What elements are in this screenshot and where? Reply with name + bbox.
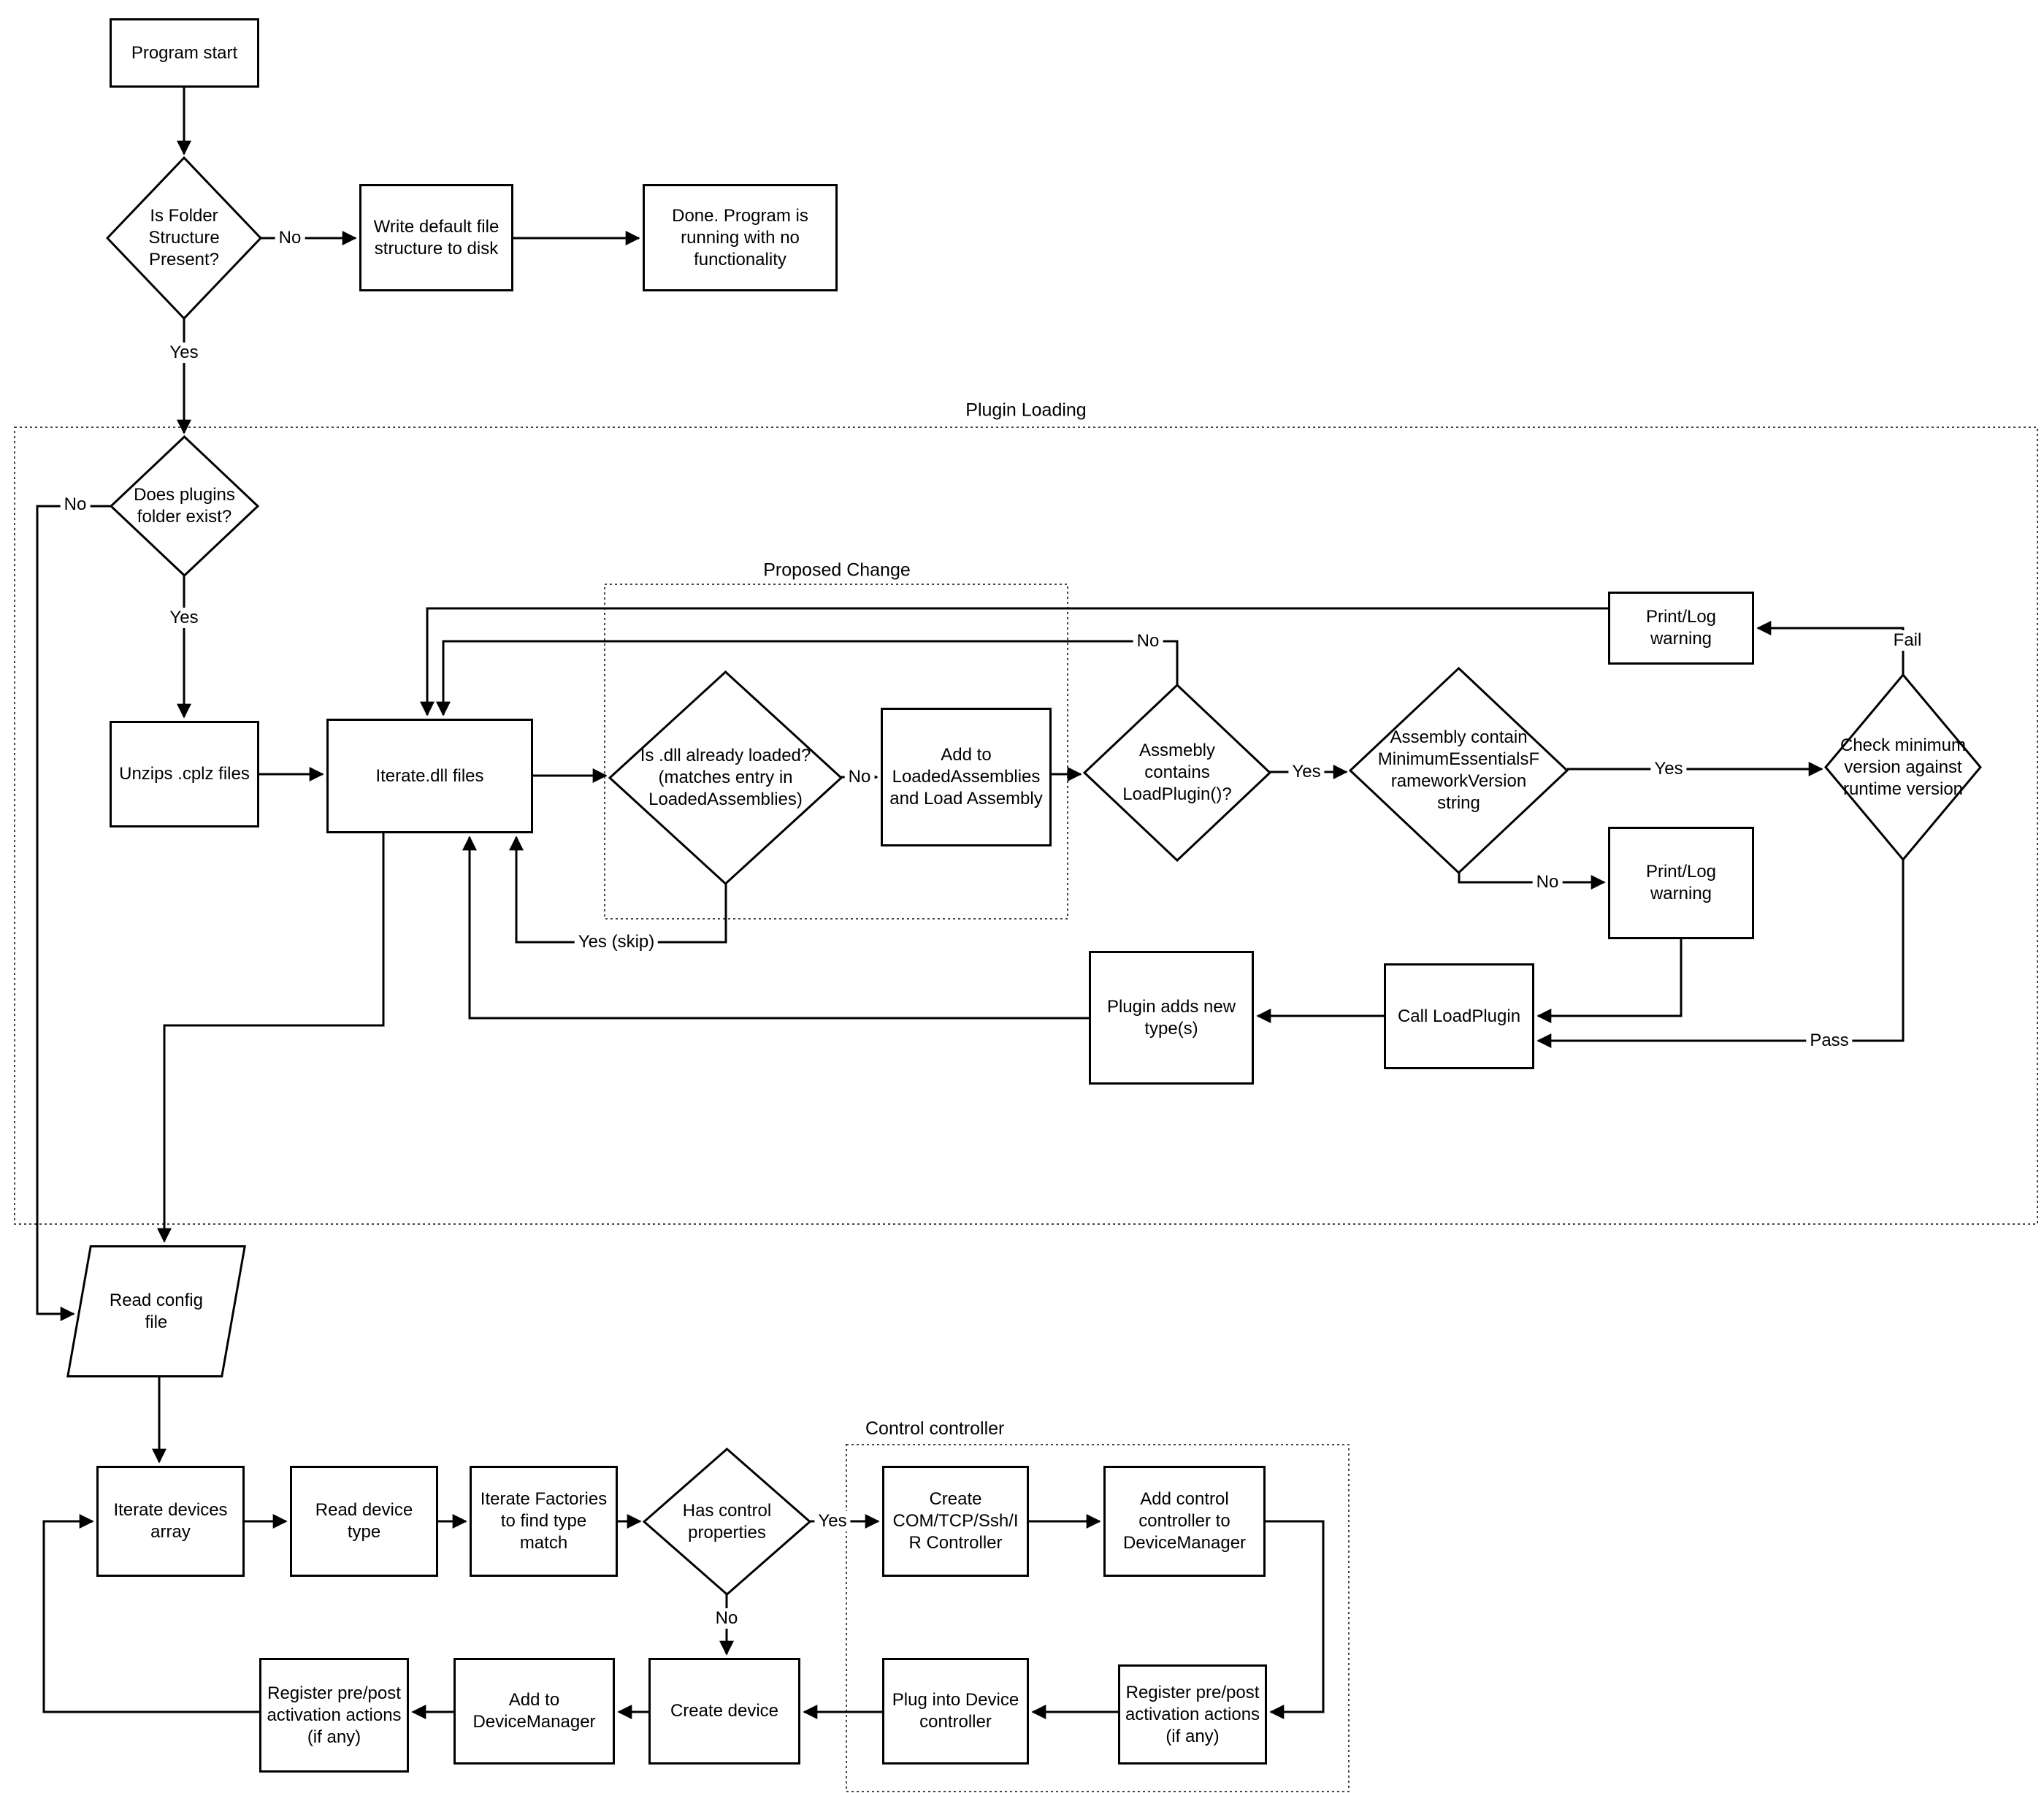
edge-printlogmid-to-callloadplugin (1536, 939, 1683, 1023)
node-label: Program start (131, 42, 238, 63)
node-label: Read config file (109, 1290, 204, 1332)
node-add-loadedassemblies: Add to LoadedAssemblies and Load Assembl… (881, 708, 1052, 846)
node-label: Check minimum version against runtime ve… (1840, 735, 1967, 799)
edge-checkmin-fail-printlog (1756, 621, 1905, 675)
node-iterate-factories: Iterate Factories to find type match (470, 1466, 618, 1577)
node-label: Is Folder Structure Present? (148, 206, 220, 269)
edge-registerleft-loop-devices (42, 1514, 259, 1713)
proposed-change-container (604, 584, 1068, 920)
control-controller-label: Control controller (861, 1418, 1009, 1440)
diamond-shape (107, 158, 261, 318)
node-label: Add control controller to DeviceManager (1122, 1489, 1247, 1553)
edge-label-control-no: No (711, 1608, 742, 1629)
node-label: Is .dll already loaded? (matches entry i… (640, 746, 811, 809)
edge-pluginadds-to-iterate (462, 836, 1089, 1020)
plugin-loading-container (14, 427, 2038, 1225)
node-label: Does plugins folder exist? (134, 485, 235, 527)
edge-label-dll-yes-skip: Yes (skip) (574, 932, 659, 952)
node-label: Create device (670, 1701, 779, 1721)
node-label: Add to DeviceManager (472, 1690, 596, 1732)
node-label: Assembly contain MinimumEssentialsFramew… (1377, 727, 1540, 813)
node-create-controller: Create COM/TCP/Ssh/IR Controller (882, 1466, 1029, 1577)
node-label: Read device type (315, 1500, 413, 1542)
edge-label-check-pass: Pass (1806, 1031, 1853, 1051)
node-min-framework-version: Assembly contain MinimumEssentialsFramew… (1350, 668, 1567, 873)
node-register-actions-right: Register pre/post activation actions (if… (1118, 1664, 1267, 1765)
diamond-shape (111, 437, 258, 576)
node-plugin-adds-types: Plugin adds new type(s) (1089, 951, 1254, 1085)
edge-iterate-to-readconfig (157, 833, 385, 1243)
node-create-device: Create device (648, 1658, 800, 1765)
node-read-device-type: Read device type (290, 1466, 438, 1577)
edge-label-loadplugin-no: No (1133, 631, 1163, 651)
node-has-control-properties: Has control properties (644, 1449, 810, 1594)
edge-loadplugin-no-iterate (436, 640, 1179, 716)
node-program-start: Program start (110, 18, 259, 88)
control-controller-container (846, 1444, 1350, 1792)
node-dll-already-loaded: Is .dll already loaded? (matches entry i… (610, 672, 841, 884)
node-label: Has control properties (682, 1500, 772, 1542)
node-label: Create COM/TCP/Ssh/IR Controller (892, 1489, 1019, 1553)
node-label: Unzips .cplz files (119, 764, 250, 784)
node-label: Plugin adds new type(s) (1106, 996, 1236, 1039)
node-assembly-contains-loadplugin: Assmebly contains LoadPlugin()? (1084, 685, 1270, 860)
diamond-shape (644, 1449, 810, 1594)
edge-label-minver-no: No (1532, 872, 1563, 892)
node-label: Assmebly contains LoadPlugin()? (1122, 741, 1232, 804)
node-label: Register pre/post activation actions (if… (1125, 1682, 1260, 1746)
node-iterate-dll: Iterate.dll files (326, 719, 533, 833)
node-iterate-devices: Iterate devices array (96, 1466, 245, 1577)
edge-label-dll-no: No (844, 767, 875, 787)
edge-label-folder-yes: Yes (166, 343, 202, 363)
node-printlog-warning-top: Print/Log warning (1608, 592, 1754, 665)
edge-addcontrol-to-register (1266, 1520, 1325, 1719)
node-unzips-cplz: Unzips .cplz files (110, 721, 259, 827)
diamond-shape (1084, 685, 1270, 860)
node-add-to-devicemanager: Add to DeviceManager (453, 1658, 615, 1765)
node-label: Plug into Device controller (892, 1690, 1019, 1732)
diamond-shape (610, 672, 841, 884)
diamond-shape (1350, 668, 1567, 873)
edge-label-check-fail: Fail (1889, 630, 1926, 651)
node-plugins-folder-exist: Does plugins folder exist? (111, 437, 258, 576)
proposed-change-label: Proposed Change (759, 559, 915, 581)
edge-label-minver-yes: Yes (1650, 759, 1687, 779)
node-label: Iterate devices array (113, 1500, 228, 1542)
edge-label-plugins-yes: Yes (166, 608, 202, 628)
node-write-default: Write default file structure to disk (359, 184, 513, 291)
edge-label-plugins-no: No (60, 494, 91, 515)
node-label: Iterate.dll files (375, 765, 484, 786)
node-check-min-version: Check minimum version against runtime ve… (1826, 675, 1980, 860)
edge-printlogtop-to-iterate (420, 607, 1608, 716)
node-call-loadplugin: Call LoadPlugin (1384, 963, 1534, 1069)
edge-label-control-yes: Yes (814, 1511, 851, 1532)
node-label: Register pre/post activation actions (if… (267, 1683, 402, 1747)
edge-label-loadplugin-yes: Yes (1288, 762, 1325, 782)
edge-plugins-no-readconfig (36, 505, 111, 1321)
node-is-folder-structure: Is Folder Structure Present? (107, 158, 261, 318)
node-label: Iterate Factories to find type match (480, 1489, 608, 1553)
edge-label-folder-no: No (275, 228, 305, 248)
node-plug-into-device: Plug into Device controller (882, 1658, 1029, 1765)
node-label: Add to LoadedAssemblies and Load Assembl… (889, 745, 1043, 808)
node-printlog-warning-mid: Print/Log warning (1608, 827, 1754, 939)
node-label: Done. Program is running with no functio… (672, 205, 808, 269)
node-read-config-file: Read config file (66, 1245, 246, 1377)
edge-checkmin-pass-callloadplugin (1536, 860, 1905, 1048)
node-label: Write default file structure to disk (373, 216, 499, 259)
node-label: Call LoadPlugin (1397, 1006, 1521, 1026)
node-done: Done. Program is running with no functio… (643, 184, 838, 291)
node-add-control-controller: Add control controller to DeviceManager (1103, 1466, 1266, 1577)
node-label: Print/Log warning (1645, 607, 1717, 649)
edge-minframework-no-printlog (1458, 873, 1606, 890)
node-label: Print/Log warning (1645, 862, 1717, 903)
plugin-loading-label: Plugin Loading (961, 399, 1091, 421)
diamond-shape (1826, 675, 1980, 860)
node-register-actions-left: Register pre/post activation actions (if… (259, 1658, 409, 1773)
